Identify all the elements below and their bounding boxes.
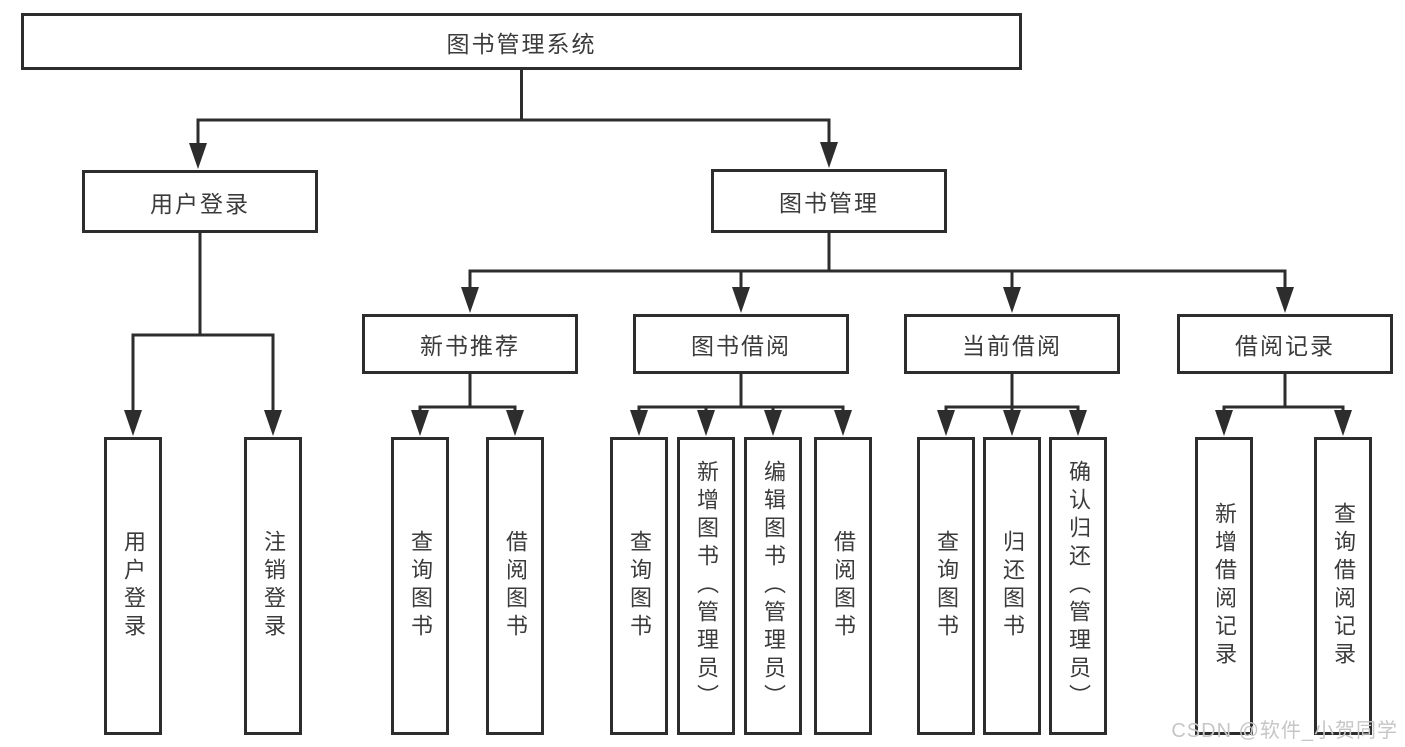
- leaf-edit-book-admin-label: 编辑图书（管理员）: [761, 460, 786, 712]
- leaf-add-borrow-record-label: 新增借阅记录: [1212, 502, 1237, 670]
- node-new-book-recommend: 新书推荐: [362, 314, 578, 374]
- leaf-logout: 注销登录: [244, 437, 302, 735]
- leaf-query-books-borrowing-label: 查询图书: [627, 530, 652, 642]
- leaf-query-books-current-label: 查询图书: [934, 530, 959, 642]
- leaf-add-borrow-record: 新增借阅记录: [1195, 437, 1253, 735]
- node-new-book-recommend-label: 新书推荐: [420, 333, 520, 359]
- leaf-query-borrow-record-label: 查询借阅记录: [1331, 502, 1356, 670]
- leaf-confirm-return-admin: 确认归还（管理员）: [1049, 437, 1107, 735]
- leaf-borrow-books-recommend: 借阅图书: [486, 437, 544, 735]
- csdn-watermark: CSDN @软件_小贺同学: [1171, 720, 1398, 742]
- leaf-logout-label: 注销登录: [261, 530, 286, 642]
- leaf-borrow-books-borrowing-label: 借阅图书: [831, 530, 856, 642]
- node-root-system: 图书管理系统: [21, 13, 1022, 70]
- leaf-return-book: 归还图书: [983, 437, 1041, 735]
- node-book-borrowing: 图书借阅: [633, 314, 849, 374]
- leaf-query-books-current: 查询图书: [917, 437, 975, 735]
- leaf-confirm-return-admin-label: 确认归还（管理员）: [1066, 460, 1091, 712]
- leaf-query-books-borrowing: 查询图书: [610, 437, 668, 735]
- leaf-query-books-recommend-label: 查询图书: [408, 530, 433, 642]
- node-borrow-records: 借阅记录: [1177, 314, 1393, 374]
- leaf-add-book-admin: 新增图书（管理员）: [677, 437, 735, 735]
- leaf-borrow-books-recommend-label: 借阅图书: [503, 530, 528, 642]
- node-book-management: 图书管理: [711, 169, 947, 233]
- leaf-edit-book-admin: 编辑图书（管理员）: [744, 437, 802, 735]
- leaf-user-login-label: 用户登录: [121, 530, 146, 642]
- node-root-label: 图书管理系统: [446, 30, 597, 57]
- node-current-borrowing-label: 当前借阅: [962, 333, 1062, 359]
- leaf-return-book-label: 归还图书: [1000, 530, 1025, 642]
- leaf-query-borrow-record: 查询借阅记录: [1314, 437, 1372, 735]
- node-current-borrowing: 当前借阅: [904, 314, 1120, 374]
- leaf-query-books-recommend: 查询图书: [391, 437, 449, 735]
- leaf-borrow-books-borrowing: 借阅图书: [814, 437, 872, 735]
- leaf-add-book-admin-label: 新增图书（管理员）: [694, 460, 719, 712]
- node-user-login: 用户登录: [82, 170, 318, 233]
- node-borrow-records-label: 借阅记录: [1235, 333, 1335, 359]
- node-user-login-label: 用户登录: [150, 190, 250, 217]
- leaf-user-login: 用户登录: [104, 437, 162, 735]
- node-book-management-label: 图书管理: [779, 190, 879, 216]
- node-book-borrowing-label: 图书借阅: [691, 333, 791, 359]
